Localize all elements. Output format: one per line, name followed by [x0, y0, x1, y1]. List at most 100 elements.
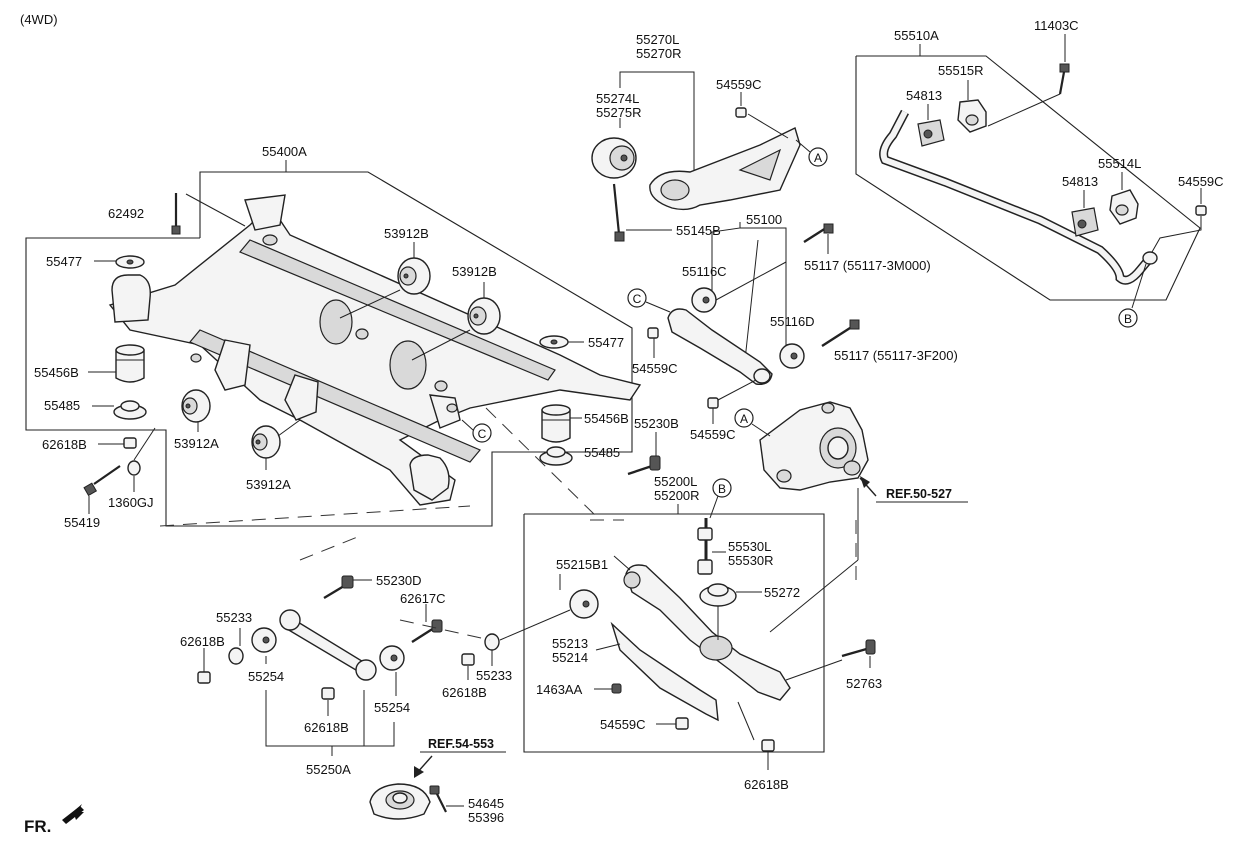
label-55477-right[interactable]: 55477 — [588, 335, 624, 350]
bushing-55215B1[interactable] — [569, 589, 599, 619]
nut-62618B-lower-arm[interactable] — [761, 739, 775, 752]
label-55250A[interactable]: 55250A — [306, 762, 351, 777]
nut-54559C-trailing[interactable] — [735, 107, 747, 118]
nut-62618B-left[interactable] — [123, 437, 137, 449]
bushing-55274[interactable] — [591, 137, 637, 179]
nut-62618B-assist-left[interactable] — [197, 671, 211, 684]
label-62618B-assist-left[interactable]: 62618B — [180, 634, 225, 649]
label-55514L[interactable]: 55514L — [1098, 156, 1141, 171]
lower-arm-55200[interactable] — [623, 564, 791, 701]
label-62618B-lower-arm[interactable]: 62618B — [744, 777, 789, 792]
callout-A-trailing[interactable] — [808, 147, 828, 167]
bushing-55254-right[interactable] — [379, 645, 405, 671]
washer-55477-left[interactable] — [115, 255, 145, 269]
label-1360GJ[interactable]: 1360GJ — [108, 495, 154, 510]
label-55116C[interactable]: 55116C — [682, 264, 727, 279]
nut-54559C-upper-arm[interactable] — [647, 327, 659, 339]
washer-55477-right[interactable] — [539, 335, 569, 349]
bracket-55514L[interactable] — [1109, 189, 1139, 225]
bolt-55396[interactable] — [429, 785, 447, 813]
label-55419[interactable]: 55419 — [64, 515, 100, 530]
bushing-55456B-right[interactable] — [541, 404, 571, 443]
bolt-11403C[interactable] — [1058, 63, 1070, 95]
label-55200R[interactable]: 55200R — [654, 488, 700, 503]
nut-54559C-lower-arm[interactable] — [675, 717, 689, 730]
ref-50-527[interactable]: REF.50-527 — [886, 487, 952, 501]
nut-54559C-knuckle[interactable] — [707, 397, 719, 409]
label-53912A-lower[interactable]: 53912A — [246, 477, 291, 492]
label-55233-left[interactable]: 55233 — [216, 610, 252, 625]
label-54559C-lower-arm[interactable]: 54559C — [600, 717, 646, 732]
label-62617C[interactable]: 62617C — [400, 591, 446, 606]
label-55117-upper[interactable]: 55117 (55117-3M000) — [804, 258, 931, 273]
strut-mount-54645[interactable] — [369, 783, 431, 820]
label-62618B-assist-center[interactable]: 62618B — [304, 720, 349, 735]
label-54559C-upper-arm[interactable]: 54559C — [632, 361, 678, 376]
label-55515R[interactable]: 55515R — [938, 63, 984, 78]
nut-62618B-assist-center[interactable] — [321, 687, 335, 700]
label-55485-left[interactable]: 55485 — [44, 398, 80, 413]
label-55485-right[interactable]: 55485 — [584, 445, 620, 460]
label-54559C-knuckle[interactable]: 54559C — [690, 427, 736, 442]
label-54813-lower[interactable]: 54813 — [1062, 174, 1098, 189]
label-55456B-left[interactable]: 55456B — [34, 365, 79, 380]
bolt-55419[interactable] — [83, 465, 121, 497]
link-55530[interactable] — [697, 518, 713, 575]
label-55145B[interactable]: 55145B — [676, 223, 721, 238]
label-55530R[interactable]: 55530R — [728, 553, 774, 568]
nut-62618B-assist-right[interactable] — [461, 653, 475, 666]
label-55270R[interactable]: 55270R — [636, 46, 682, 61]
bolt-52763[interactable] — [841, 639, 876, 658]
label-55274L[interactable]: 55274L — [596, 91, 639, 106]
bushing-54813-lower[interactable] — [1071, 207, 1099, 237]
callout-C-crossmember[interactable] — [472, 423, 492, 443]
label-53912A-upper[interactable]: 53912A — [174, 436, 219, 451]
label-55396[interactable]: 55396 — [468, 810, 504, 825]
nut-54559C-stabilizer[interactable] — [1195, 205, 1207, 216]
label-62492[interactable]: 62492 — [108, 206, 144, 221]
bushing-55116D[interactable] — [779, 343, 805, 369]
washer-55233-right[interactable] — [484, 633, 500, 651]
bushing-55456B-left[interactable] — [115, 344, 145, 383]
label-55400A[interactable]: 55400A — [262, 144, 307, 159]
bushing-55254-left[interactable] — [251, 627, 277, 653]
label-54645[interactable]: 54645 — [468, 796, 504, 811]
label-55215B1[interactable]: 55215B1 — [556, 557, 608, 572]
label-53912B-lower[interactable]: 53912B — [452, 264, 497, 279]
label-55254-left[interactable]: 55254 — [248, 669, 284, 684]
label-55530L[interactable]: 55530L — [728, 539, 771, 554]
label-55275R[interactable]: 55275R — [596, 105, 642, 120]
label-55100[interactable]: 55100 — [746, 212, 782, 227]
knuckle[interactable] — [759, 401, 869, 491]
washer-55233-left[interactable] — [228, 647, 244, 665]
bushing-53912A-lower[interactable] — [251, 425, 281, 459]
label-55270L[interactable]: 55270L — [636, 32, 679, 47]
trailing-arm-55270[interactable] — [649, 127, 801, 211]
label-55272[interactable]: 55272 — [764, 585, 800, 600]
nut-1463AA[interactable] — [611, 683, 622, 694]
bushing-53912A-upper[interactable] — [181, 389, 211, 423]
label-55213[interactable]: 55213 — [552, 636, 588, 651]
bolt-55117-lower[interactable] — [821, 319, 860, 348]
upper-arm-55100[interactable] — [667, 308, 773, 385]
label-55230B[interactable]: 55230B — [634, 416, 679, 431]
label-54813-upper[interactable]: 54813 — [906, 88, 942, 103]
label-55116D[interactable]: 55116D — [770, 314, 815, 329]
label-62618B-assist-right[interactable]: 62618B — [442, 685, 487, 700]
stabilizer-bar[interactable] — [879, 109, 1158, 285]
callout-A-knuckle[interactable] — [734, 408, 754, 428]
assist-link-55250A[interactable] — [279, 609, 377, 681]
callout-B-lower-arm[interactable] — [712, 478, 732, 498]
bolt-62492[interactable] — [171, 193, 246, 235]
label-52763[interactable]: 52763 — [846, 676, 882, 691]
label-55200L[interactable]: 55200L — [654, 474, 697, 489]
bushing-54813-upper[interactable] — [917, 119, 945, 147]
mount-55485-left[interactable] — [113, 400, 147, 420]
label-55230D[interactable]: 55230D — [376, 573, 422, 588]
ref-54-553[interactable]: REF.54-553 — [428, 737, 494, 751]
label-1463AA[interactable]: 1463AA — [536, 682, 583, 697]
bracket-55515R[interactable] — [957, 99, 987, 133]
plate-55213[interactable] — [610, 621, 719, 722]
label-53912B-upper[interactable]: 53912B — [384, 226, 429, 241]
label-55233-right[interactable]: 55233 — [476, 668, 512, 683]
